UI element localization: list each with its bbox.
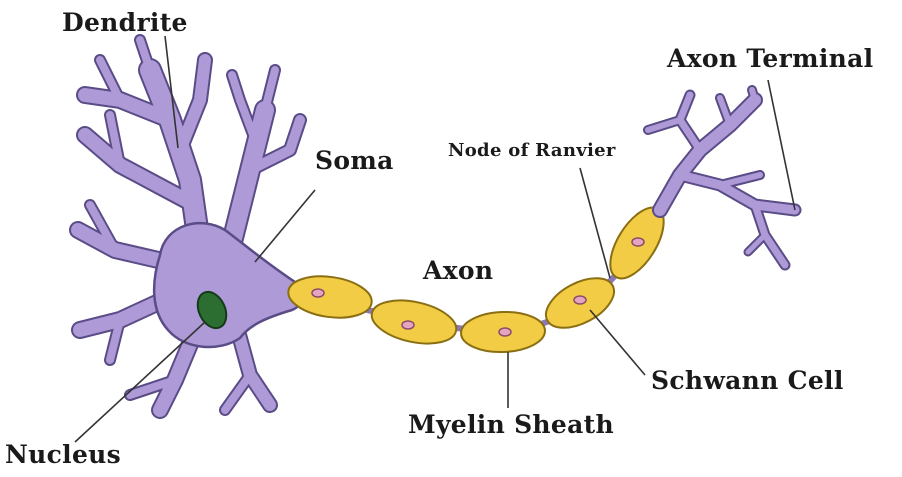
label-dendrite: Dendrite bbox=[62, 10, 188, 35]
label-node-of-ranvier: Node of Ranvier bbox=[448, 142, 616, 160]
label-schwann-cell: Schwann Cell bbox=[651, 368, 844, 393]
myelin-segment bbox=[368, 293, 460, 350]
leader-schwann bbox=[590, 310, 645, 375]
schwann-nucleus bbox=[632, 238, 644, 246]
label-soma: Soma bbox=[315, 148, 394, 173]
label-myelin-sheath: Myelin Sheath bbox=[408, 412, 614, 437]
leader-node bbox=[580, 168, 610, 278]
leader-axon-terminal bbox=[768, 80, 795, 210]
axon-terminal-branches bbox=[648, 90, 795, 265]
leader-soma bbox=[255, 190, 315, 262]
myelin-segment bbox=[286, 271, 375, 322]
schwann-nucleus bbox=[574, 296, 586, 304]
schwann-nucleus bbox=[402, 321, 414, 329]
schwann-nucleus bbox=[312, 289, 324, 297]
label-nucleus: Nucleus bbox=[5, 442, 121, 467]
schwann-nucleus bbox=[499, 328, 511, 336]
label-axon-terminal: Axon Terminal bbox=[667, 46, 873, 71]
soma-body bbox=[154, 223, 302, 347]
leader-nucleus bbox=[75, 322, 205, 442]
label-axon: Axon bbox=[423, 258, 493, 283]
